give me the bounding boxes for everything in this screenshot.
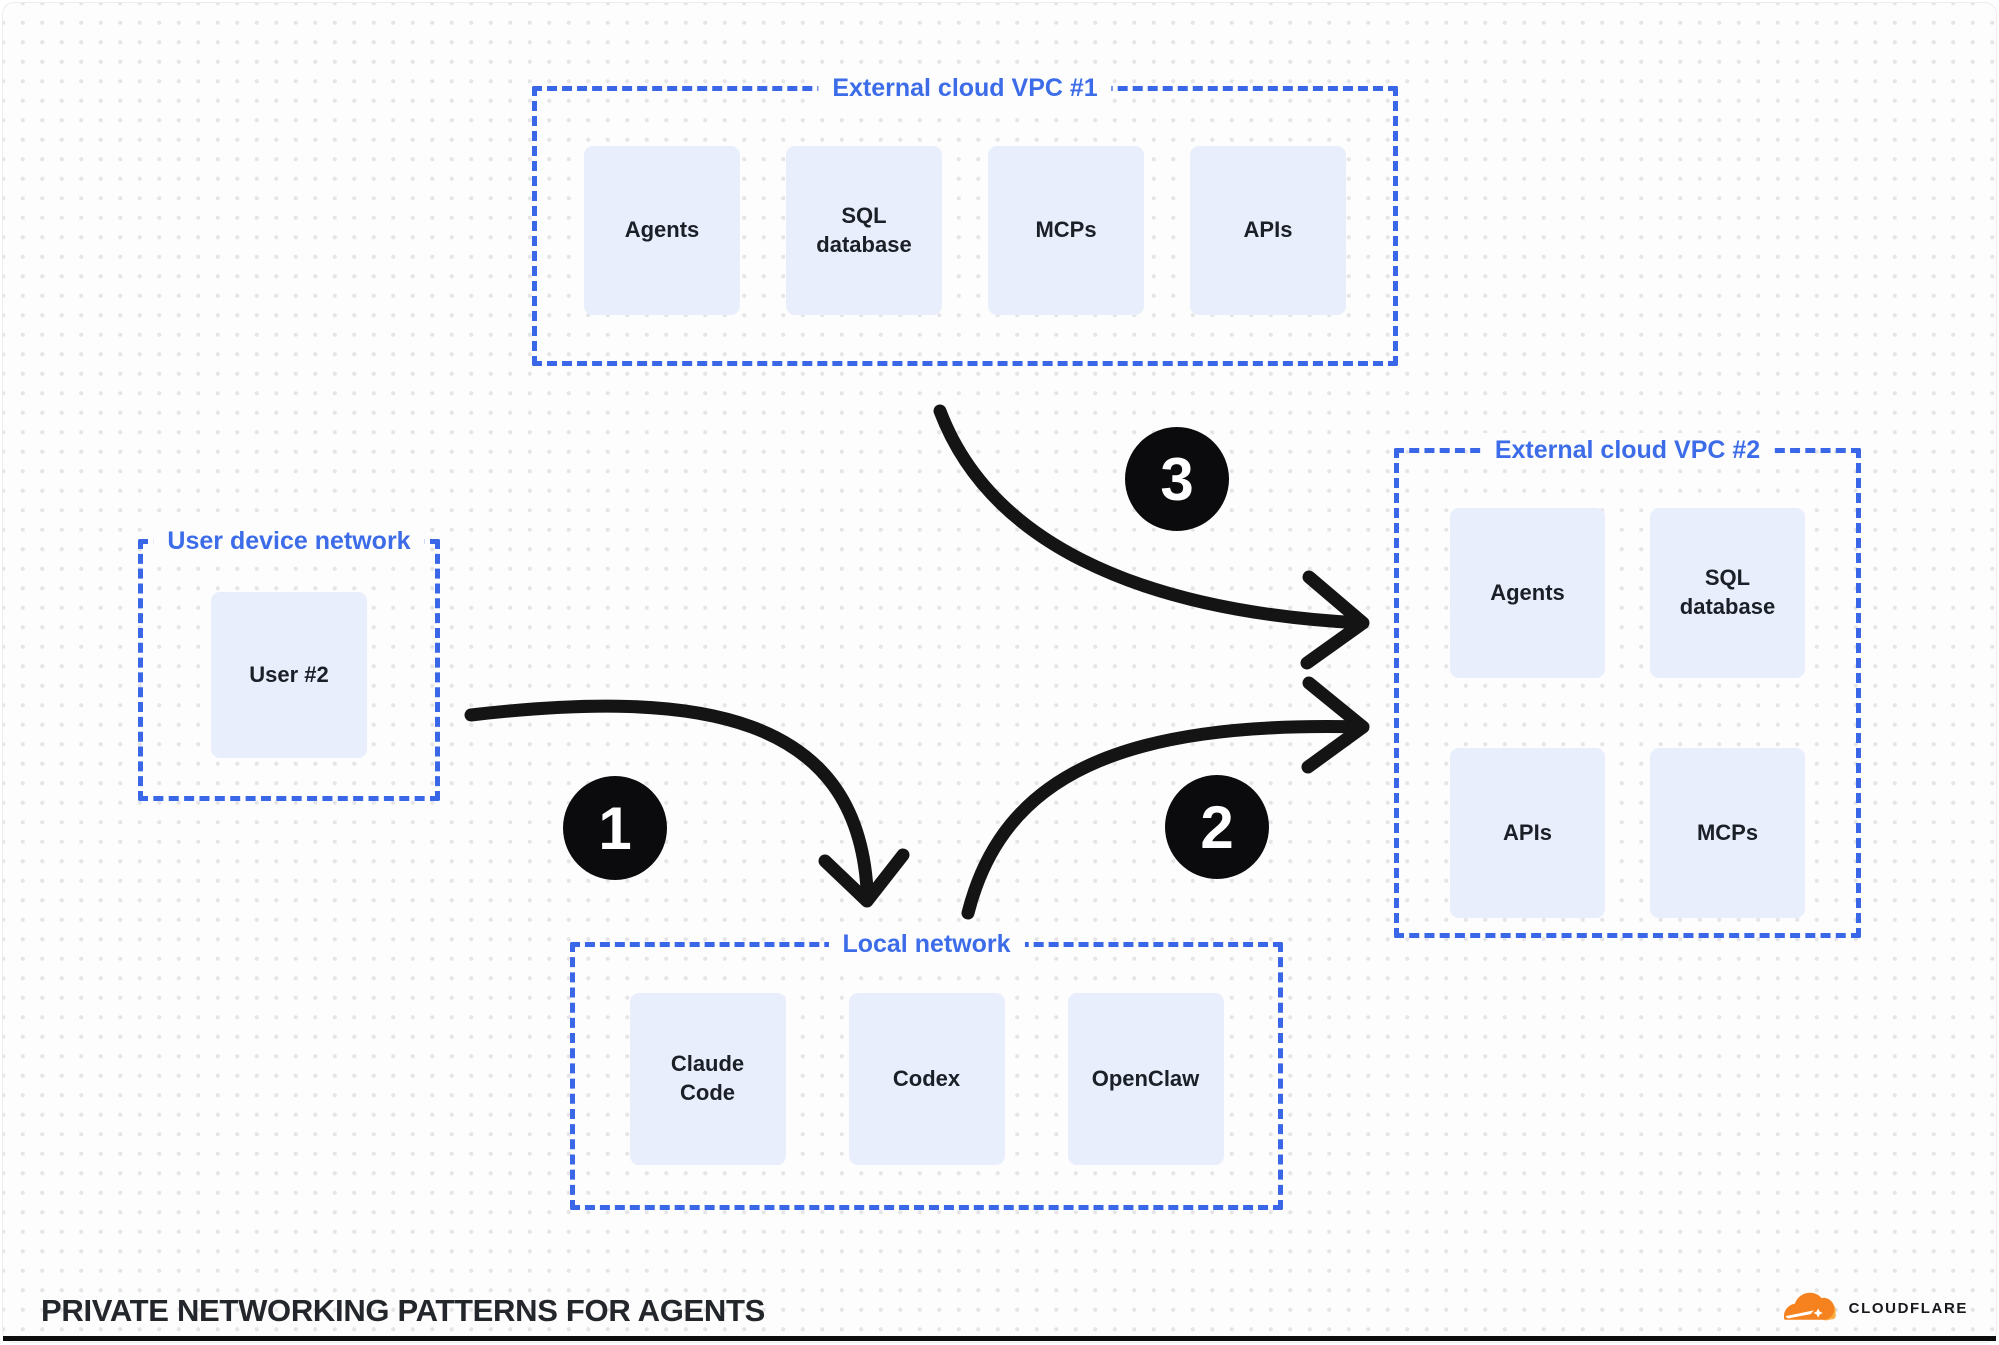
bottom-edge-bar [3, 1336, 1996, 1341]
cloudflare-logo: CLOUDFLARE [1781, 1289, 1968, 1327]
flow-badge-3: 3 [1125, 427, 1229, 531]
network-local-label: Local network [828, 927, 1025, 961]
node-label: SQL database [1679, 565, 1776, 619]
node-vpc1-mcps: MCPs [988, 146, 1144, 315]
page-title: PRIVATE NETWORKING PATTERNS FOR AGENTS [41, 1293, 765, 1328]
node-label: APIs [1243, 217, 1293, 243]
node-vpc1-sql-database: SQL database [786, 146, 942, 315]
node-label: APIs [1503, 819, 1552, 845]
user-device-nodes: User #2 [143, 544, 435, 796]
node-label: SQL database [816, 202, 912, 257]
node-openclaw: OpenClaw [1067, 993, 1224, 1165]
network-user-device: User device network User #2 [138, 524, 440, 801]
network-external-vpc1: External cloud VPC #1 Agents SQL databas… [532, 71, 1398, 366]
network-user-device-label: User device network [153, 524, 425, 558]
arrow-1-head-icon [818, 848, 910, 908]
local-nodes: Claude Code Codex OpenClaw [575, 947, 1278, 1205]
node-vpc1-apis: APIs [1190, 146, 1346, 315]
node-label: User #2 [249, 661, 329, 687]
node-label: Agents [1490, 579, 1565, 605]
flow-badge-2: 2 [1165, 775, 1269, 879]
arrow-3-head-icon [1300, 570, 1370, 670]
node-user-2: User #2 [211, 592, 367, 758]
arrow-1-curve [464, 699, 874, 896]
node-label: Codex [892, 1065, 961, 1091]
node-label: Agents [624, 217, 700, 243]
node-vpc2-agents: Agents [1450, 508, 1605, 678]
node-label: OpenClaw [1091, 1065, 1200, 1091]
flow-number: 3 [1160, 445, 1194, 513]
node-label: MCPs [1035, 217, 1097, 243]
node-vpc2-mcps: MCPs [1650, 748, 1805, 918]
node-vpc2-sql-database: SQL database [1650, 508, 1805, 678]
node-vpc1-agents: Agents [584, 146, 740, 315]
node-label: Claude Code [670, 1051, 745, 1105]
network-external-vpc1-label: External cloud VPC #1 [818, 71, 1112, 105]
arrow-2-head-icon [1301, 676, 1370, 774]
flow-number: 1 [598, 794, 632, 862]
network-external-vpc2-label: External cloud VPC #2 [1480, 433, 1775, 467]
flow-badge-1: 1 [563, 776, 667, 880]
node-claude-code: Claude Code [629, 993, 786, 1165]
vpc2-nodes: Agents SQL database APIs MCPs [1399, 453, 1856, 933]
network-external-vpc2: External cloud VPC #2 Agents SQL databas… [1394, 433, 1861, 938]
node-label: MCPs [1696, 819, 1759, 845]
node-codex: Codex [848, 993, 1005, 1165]
vpc1-nodes: Agents SQL database MCPs APIs [537, 91, 1393, 361]
flow-number: 2 [1200, 793, 1234, 861]
cloudflare-wordmark: CLOUDFLARE [1848, 1299, 1968, 1317]
node-vpc2-apis: APIs [1450, 748, 1605, 918]
network-local: Local network Claude Code Codex OpenClaw [570, 927, 1283, 1210]
cloudflare-cloud-icon [1783, 1292, 1836, 1321]
